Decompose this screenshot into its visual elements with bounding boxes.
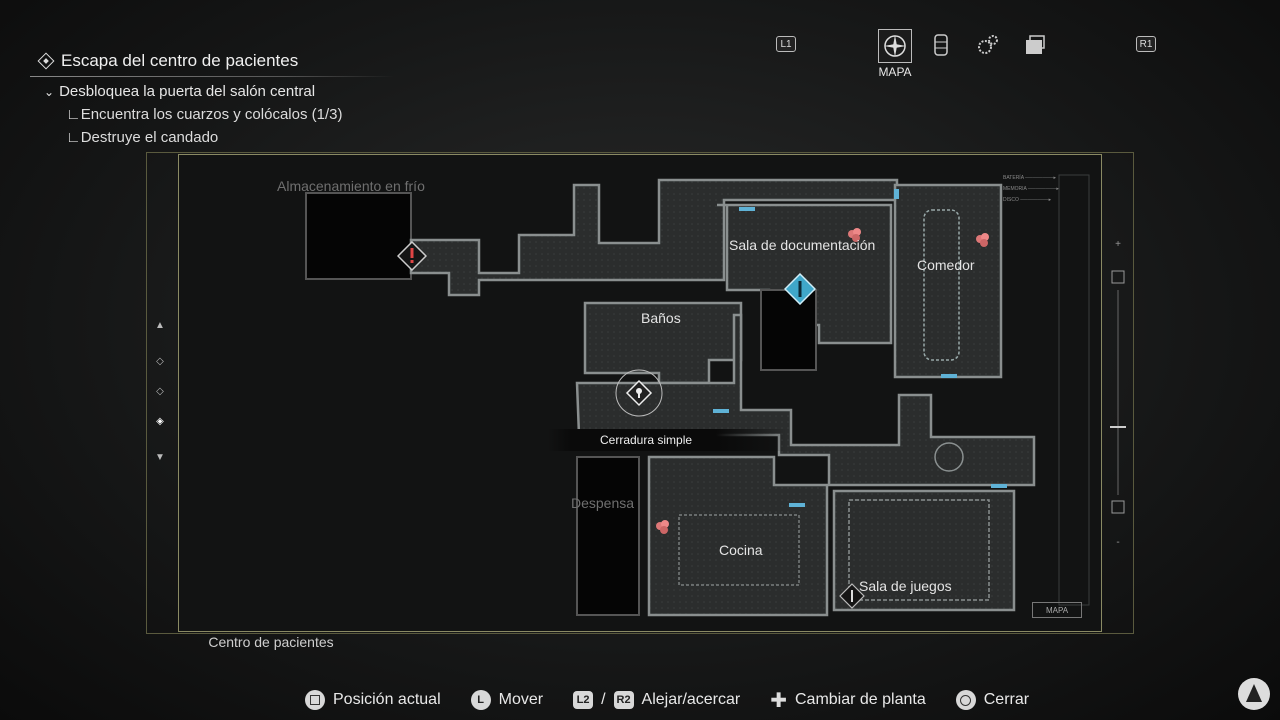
tab-settings[interactable] <box>972 29 1004 61</box>
chevron-down-icon: ⌄ <box>44 84 55 99</box>
room-label-comedor: Comedor <box>917 257 975 273</box>
objective-step-2: ∟Destruye el candado <box>66 129 219 146</box>
map-view[interactable]: Almacenamiento en frío Sala de documenta… <box>178 154 1102 632</box>
stat-disco: DISCO ────────▸ <box>1003 197 1052 203</box>
inventory-icon <box>934 34 948 56</box>
controls-bar: Posición actual L Mover L2 / R2 Alejar/a… <box>305 688 1029 712</box>
left-stick-icon[interactable]: L <box>470 690 491 710</box>
files-icon <box>1026 35 1045 54</box>
tab-files[interactable] <box>1019 29 1051 61</box>
sub-objective: ⌄ Desbloquea la puerta del salón central <box>44 83 315 100</box>
floor-down-icon[interactable]: ▼ <box>155 452 165 463</box>
r1-bumper-button[interactable]: R1 <box>1136 36 1156 52</box>
keyhole-tooltip: Cerradura simple <box>548 429 788 451</box>
square-button-icon[interactable] <box>305 690 325 710</box>
objective-divider <box>30 76 395 77</box>
sub-objective-text: Desbloquea la puerta del salón central <box>59 83 316 100</box>
floor-current-icon[interactable]: ◈ <box>156 416 164 427</box>
tab-inventory[interactable] <box>925 29 957 61</box>
area-name: Centro de pacientes <box>208 634 334 650</box>
loading-spinner-icon <box>1238 678 1270 710</box>
active-tab-label: MAPA <box>878 65 912 79</box>
floor-diamond-icon[interactable]: ◇ <box>156 386 164 397</box>
main-objective-text: Escapa del centro de pacientes <box>61 51 299 70</box>
room-label-documentacion: Sala de documentación <box>729 237 876 253</box>
device-stats: BATERÍA ────────▸ MEMORIA ────────▸ DISC… <box>1003 173 1089 206</box>
tab-map[interactable] <box>878 29 912 63</box>
keyhole-marker-icon[interactable] <box>614 368 664 418</box>
player-position-icon[interactable] <box>784 273 816 305</box>
zoom-slider[interactable]: + - <box>1106 235 1130 555</box>
crystal-icon <box>848 228 861 242</box>
dpad-icon[interactable]: ✚ <box>770 689 787 712</box>
map-outer-frame <box>146 152 1134 634</box>
svg-text:-: - <box>1116 537 1119 548</box>
l2-trigger-icon[interactable]: L2 <box>573 691 594 709</box>
floor-diamond-icon[interactable]: ◇ <box>156 356 164 367</box>
room-label-cocina: Cocina <box>719 542 763 558</box>
main-objective: Escapa del centro de pacientes <box>37 51 299 71</box>
room-label-almacenamiento: Almacenamiento en frío <box>277 178 425 194</box>
zoom-separator: / <box>601 691 606 708</box>
objective-step-1: ∟Encuentra los cuarzos y colócalos (1/3) <box>66 106 343 123</box>
floor-up-icon[interactable]: ▲ <box>155 320 165 331</box>
control-close-label: Cerrar <box>983 691 1030 708</box>
stat-memoria: MEMORIA ────────▸ <box>1003 186 1059 192</box>
alert-marker-icon[interactable] <box>397 241 427 271</box>
l1-bumper-button[interactable]: L1 <box>776 36 796 52</box>
stat-bateria: BATERÍA ────────▸ <box>1003 175 1056 181</box>
item-marker-icon[interactable] <box>839 583 865 609</box>
r2-trigger-icon[interactable]: R2 <box>613 691 634 709</box>
map-mini-label: MAPA <box>1032 602 1082 618</box>
room-label-banos: Baños <box>641 310 681 326</box>
compass-icon <box>884 35 906 57</box>
control-floor-label: Cambiar de planta <box>795 691 926 708</box>
room-label-juegos: Sala de juegos <box>859 578 952 594</box>
objective-diamond-icon <box>37 52 55 70</box>
map-floorplan <box>305 174 1090 617</box>
control-position-label: Posición actual <box>333 691 441 708</box>
svg-text:+: + <box>1115 239 1121 250</box>
crystal-icon <box>976 233 989 247</box>
circle-button-icon[interactable] <box>955 690 976 710</box>
control-move-label: Mover <box>498 691 544 708</box>
crystal-icon <box>656 520 669 534</box>
room-label-despensa: Despensa <box>571 495 635 511</box>
gears-icon <box>978 35 998 54</box>
control-zoom-label: Alejar/acercar <box>641 691 741 708</box>
